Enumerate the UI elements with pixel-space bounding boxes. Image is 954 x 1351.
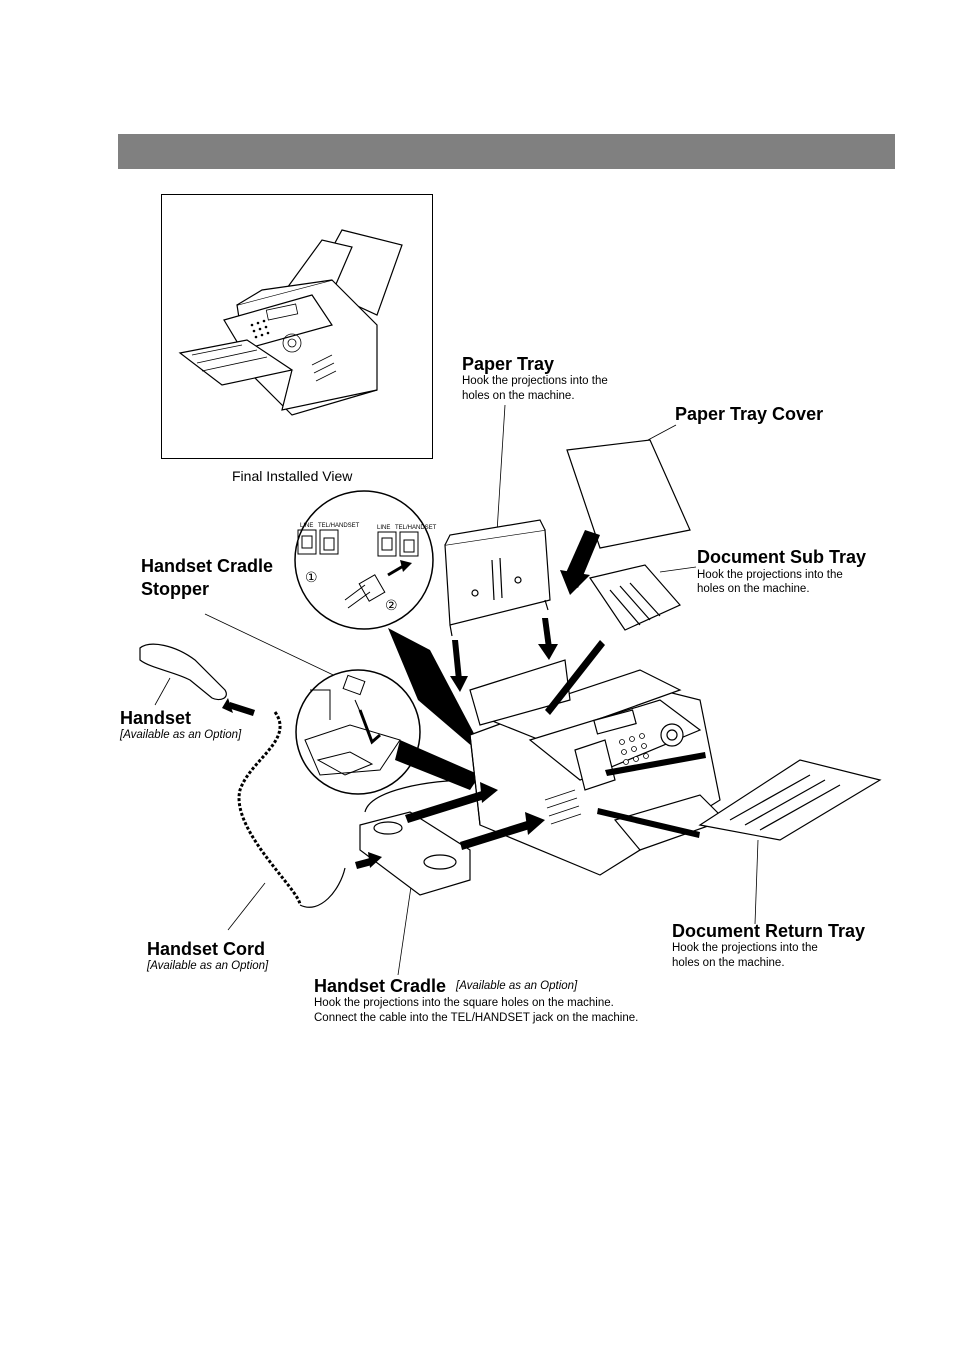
handset-cradle-desc-line2: Connect the cable into the TEL/HANDSET j… (314, 1012, 639, 1024)
tel-handset-jack-label-2: TEL/HANDSET (395, 525, 437, 531)
handset-cradle-desc-line1: Hook the projections into the square hol… (314, 997, 614, 1009)
handset-drawing (139, 643, 227, 701)
document-return-tray-desc-line2: holes on the machine. (672, 957, 785, 969)
handset-cradle-stopper-label-line2: Stopper (141, 579, 210, 599)
paper-tray-cover-label: Paper Tray Cover (675, 404, 824, 424)
paper-tray-desc-line2: holes on the machine. (462, 390, 575, 402)
document-return-tray-desc-line1: Hook the projections into the (672, 942, 818, 954)
handset-cradle-option-note: [Available as an Option] (456, 980, 578, 992)
step-1-marker: ① (305, 570, 318, 586)
fax-machine-main-drawing (469, 659, 727, 876)
final-installed-view-frame (161, 194, 433, 459)
tel-handset-jack-label: TEL/HANDSET (318, 523, 360, 529)
jack-detail-circle: LINE TEL/HANDSET LINE TEL/HANDSET ① ② (294, 490, 437, 630)
handset-cord-option-note: [Available as an Option] (147, 960, 269, 972)
paper-tray-cover-drawing (566, 439, 691, 549)
fax-machine-installed-illustration (178, 229, 403, 416)
handset-cord-label: Handset Cord (147, 939, 266, 959)
line-jack-label: LINE (300, 523, 313, 529)
handset-label: Handset (120, 708, 192, 728)
line-jack-label-2: LINE (377, 525, 390, 531)
handset-option-note: [Available as an Option] (120, 729, 242, 741)
stopper-pointer-wedge (395, 740, 480, 790)
step-2-marker: ② (385, 598, 398, 614)
stopper-detail-circle (295, 669, 421, 795)
detail-pointer-wedge (388, 628, 488, 760)
document-sub-tray-drawing (589, 564, 681, 631)
section-header-bar (118, 134, 895, 169)
document-sub-tray-desc-line2: holes on the machine. (697, 583, 810, 595)
document-return-tray-drawing (698, 759, 882, 841)
document-return-tray-label: Document Return Tray (672, 921, 866, 941)
paper-tray-label: Paper Tray (462, 354, 555, 374)
document-sub-tray-label: Document Sub Tray (697, 547, 867, 567)
document-sub-tray-desc-line1: Hook the projections into the (697, 569, 843, 581)
handset-cradle-label: Handset Cradle (314, 976, 447, 996)
handset-cradle-drawing (359, 811, 471, 896)
handset-cradle-stopper-label-line1: Handset Cradle (141, 556, 274, 576)
paper-tray-desc-line1: Hook the projections into the (462, 375, 608, 387)
paper-tray-drawing (444, 519, 551, 637)
final-installed-view-caption: Final Installed View (232, 468, 353, 484)
